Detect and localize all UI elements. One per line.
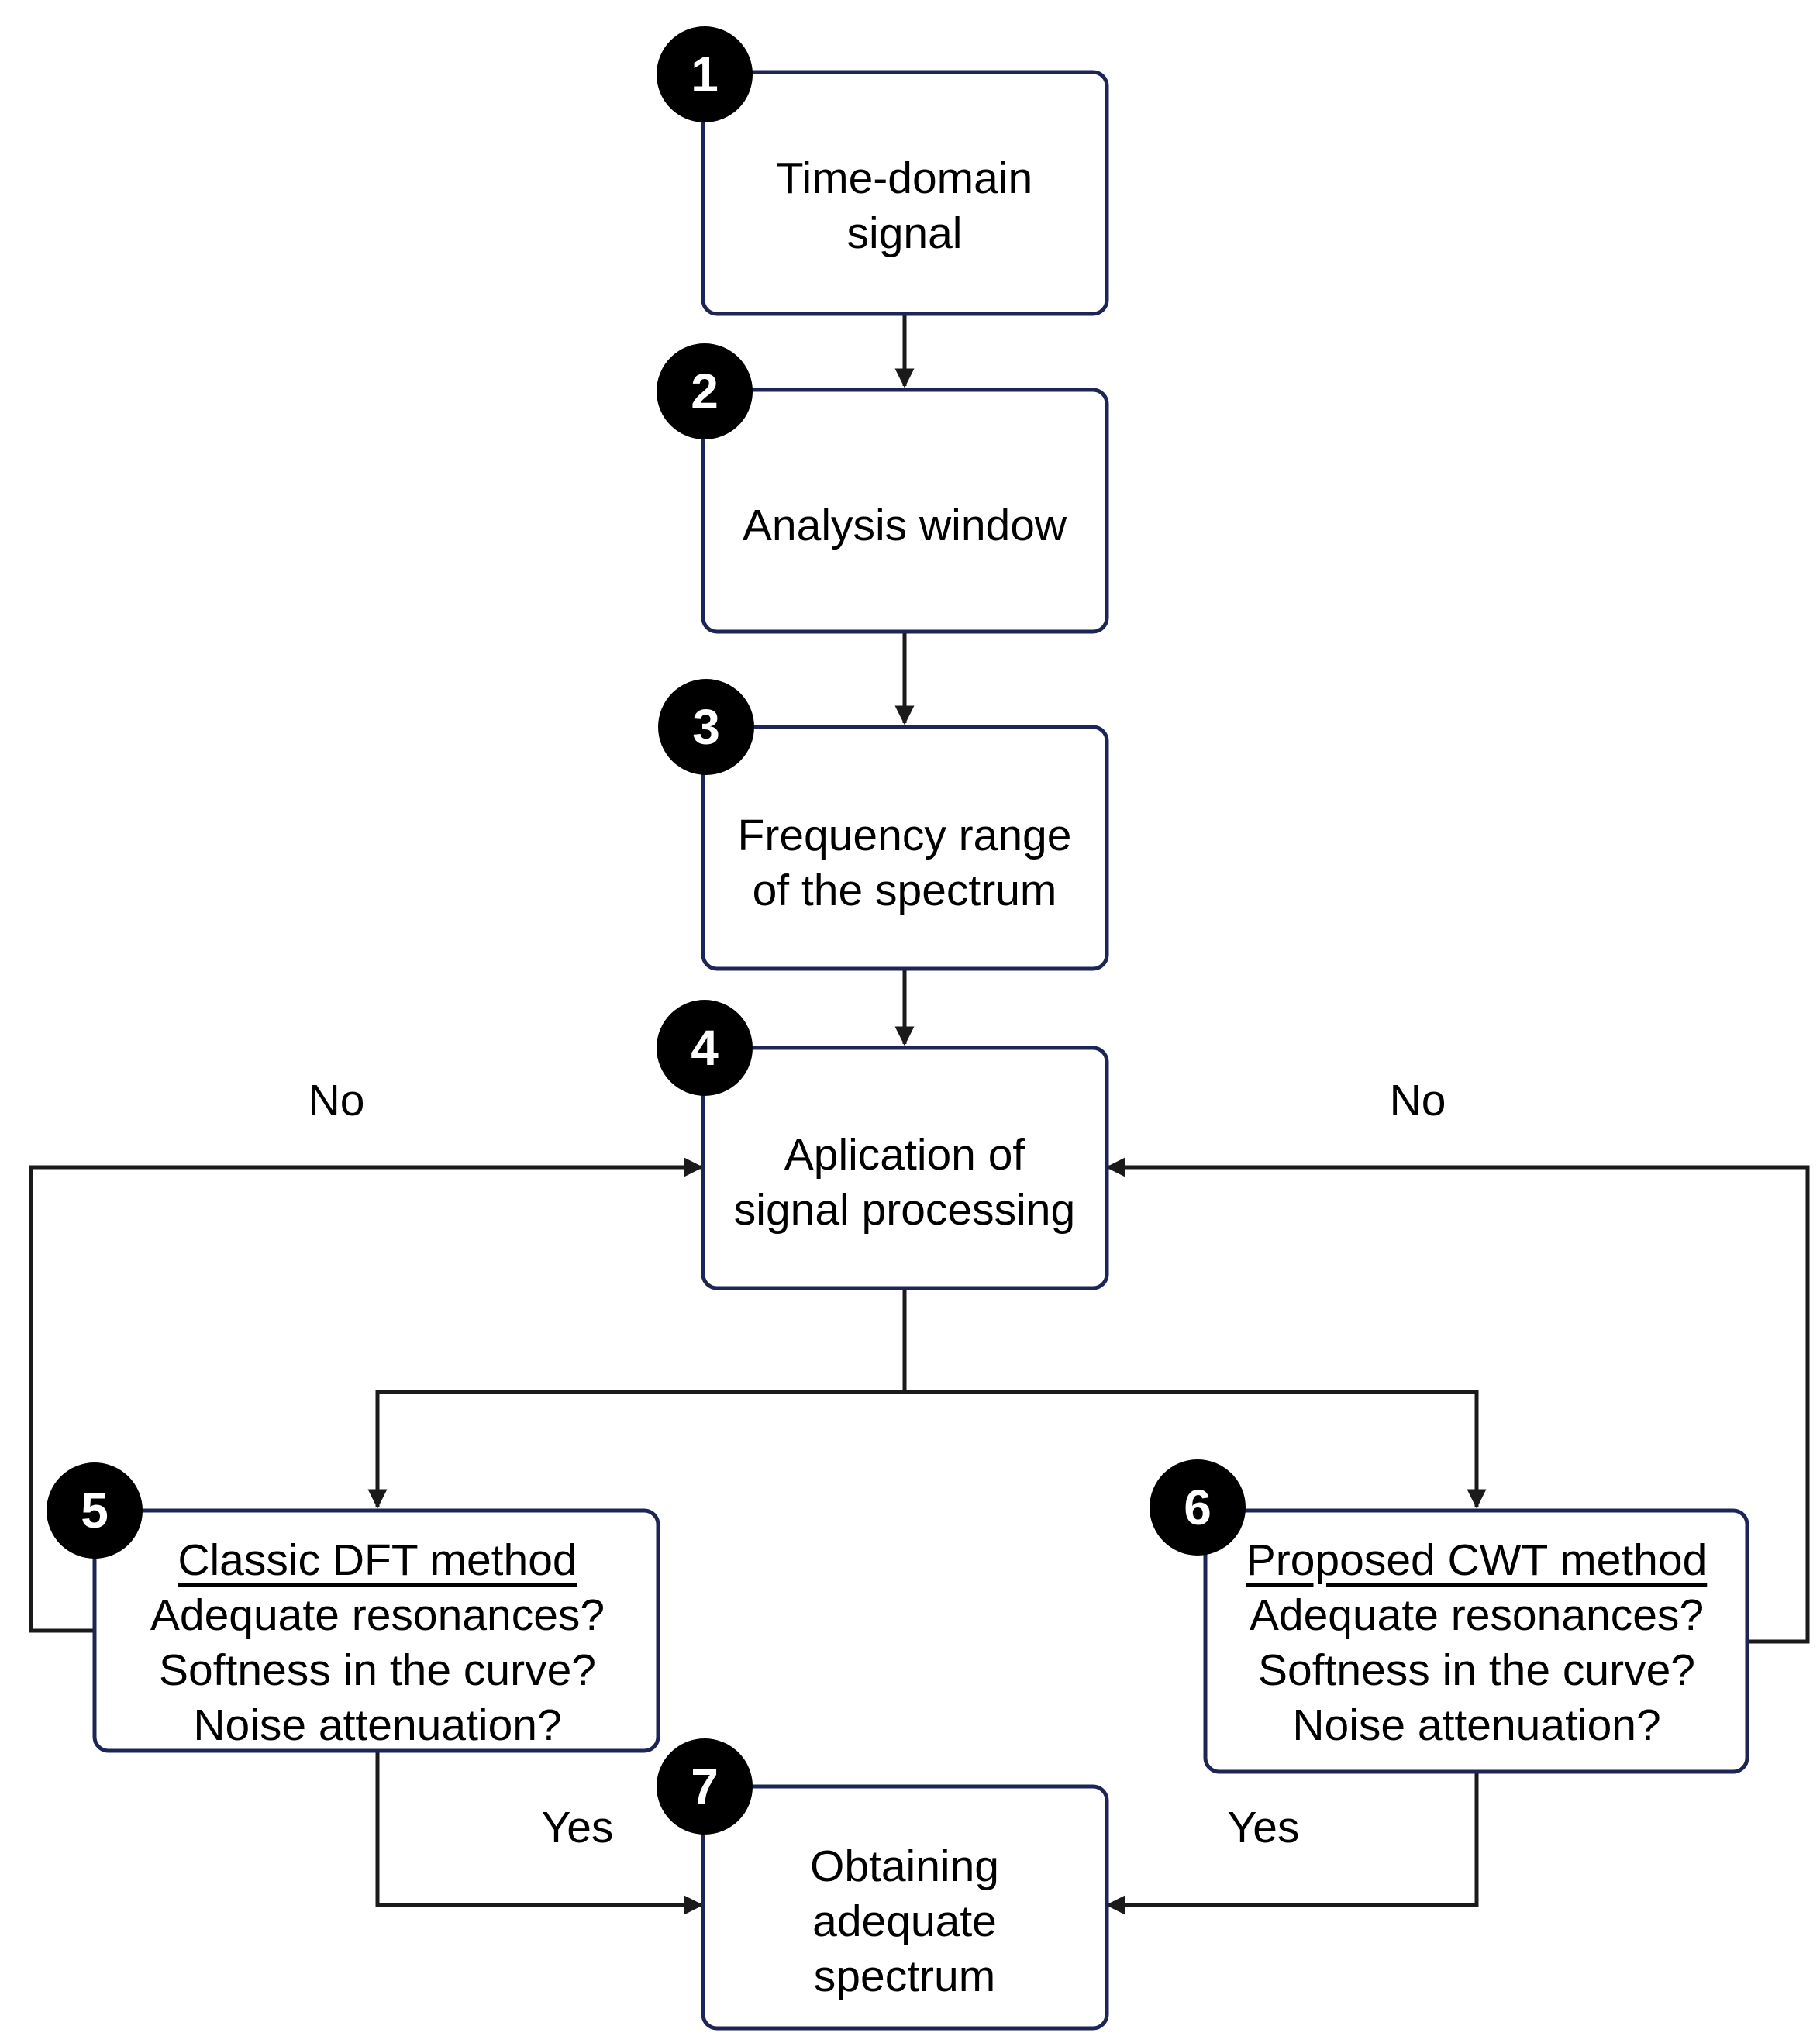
edge-label-yes-right: Yes [1228,1803,1300,1852]
step-number: 5 [81,1483,109,1538]
node-box [92,1508,660,1753]
node-box [701,70,1109,316]
node-label-line: Time-domain [777,153,1032,203]
arrow-4-to-6 [905,1390,1487,1509]
node-label-line: Frequency range [738,811,1072,860]
node-label-line: signal processing [734,1185,1075,1235]
node-label-line: Adequate resonances? [1250,1590,1704,1640]
node-label-line: adequate [812,1897,997,1946]
edge-label-no-right: No [1390,1076,1446,1125]
edge-label-yes-left: Yes [542,1803,614,1852]
node-label-line: Noise attenuation? [1292,1700,1660,1750]
edge-labels: No No Yes Yes [309,1076,1446,1852]
node-label-line: Softness in the curve? [159,1645,596,1695]
arrow-4-to-5 [367,1288,907,1509]
edge-label-no-left: No [309,1076,365,1125]
step-badge: 7 [657,1738,753,1835]
node-box [701,388,1109,634]
step-number: 4 [691,1020,719,1076]
node-label-line: Adequate resonances? [150,1590,605,1640]
node-label-line: Classic DFT method [178,1535,577,1585]
node-label-line: Analysis window [743,501,1067,550]
step-badge: 5 [47,1462,143,1559]
node-label: Frequency range of the spectrum [738,811,1072,915]
node-box [701,1784,1109,2031]
connectors [29,314,1810,1915]
node-label-line: Aplication of [784,1130,1025,1180]
node-box [701,1046,1109,1290]
node-label: Analysis window [743,501,1067,550]
node-label-line: of the spectrum [753,866,1057,915]
step-badge: 1 [657,26,753,122]
node-label-line: spectrum [814,1952,995,2001]
arrow-5-no-back-to-4 [29,1157,704,1633]
step-number: 6 [1184,1480,1212,1535]
node-analysis-window: Analysis window 2 [657,343,1109,634]
arrow-5-yes-to-7 [375,1751,704,1915]
node-label: Obtaining adequate spectrum [810,1841,999,2001]
step-number: 3 [692,699,720,755]
step-badge: 3 [658,679,754,775]
node-box [701,725,1109,971]
node-box [1203,1508,1749,1774]
step-number: 2 [691,363,719,419]
node-label-line: Proposed CWT method [1246,1535,1708,1585]
step-badge: 6 [1150,1459,1246,1556]
arrow-6-yes-to-7 [1105,1772,1479,1915]
step-badge: 2 [657,343,753,439]
node-label-line: signal [847,208,963,258]
node-label-line: Noise attenuation? [193,1700,561,1750]
step-badge: 4 [657,1000,753,1096]
arrow-6-no-back-to-4 [1105,1157,1810,1644]
node-label-line: Softness in the curve? [1258,1645,1695,1695]
node-label-line: Obtaining [810,1841,999,1891]
step-number: 1 [691,47,719,102]
node-frequency-range: Frequency range of the spectrum 3 [658,679,1109,971]
node-obtaining-adequate-spectrum: Obtaining adequate spectrum 7 [657,1738,1109,2031]
step-number: 7 [691,1759,719,1814]
